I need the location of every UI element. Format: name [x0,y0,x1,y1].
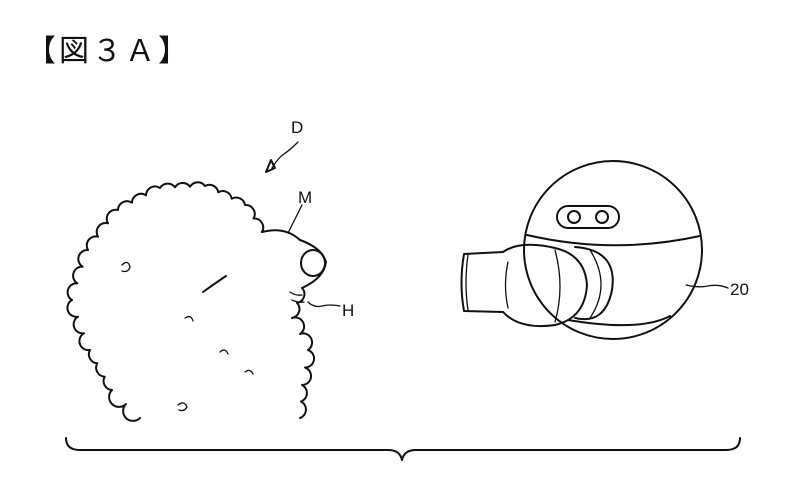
device-nozzle-collar [574,246,614,321]
dog-fur-mark [177,402,188,412]
figure-title: 【図３Ａ】 [26,34,191,69]
dog-fur-mark [184,315,194,322]
device-collar-curve [589,249,602,319]
device-sensor-window [556,205,620,229]
dog-illustration: D M H [66,118,354,422]
arrow-head [265,159,276,173]
device-bulb-curve [504,261,509,309]
device-bulb-curve [554,249,561,323]
device-tip-rim [465,254,469,311]
grouping-brace [65,437,741,461]
dog-cheek-lines [289,291,305,303]
leader-line-20 [685,284,729,289]
leader-line-h [307,301,341,308]
device-nozzle-bulb [502,243,588,328]
label-20: 20 [730,280,749,299]
leader-line-m [287,204,303,234]
dog-nose [300,249,326,277]
label-h: H [342,301,354,320]
dog-muzzle [261,229,301,241]
device-sensor-lens [567,210,581,224]
dog-fur-mark [121,261,131,273]
label-m: M [298,188,312,207]
label-d: D [291,118,303,137]
leader-line-d [271,141,299,169]
device-nozzle-tip [460,251,504,313]
device-illustration: 20 [460,160,749,340]
device-sphere [523,160,703,340]
device-band-bottom [567,315,671,327]
dog-head-outline [66,181,327,422]
dog-eye [202,275,227,293]
device-sensor-lens [595,210,609,224]
device-band-top [526,234,701,247]
dog-fur-mark [244,369,254,375]
dog-fur-mark [219,349,229,355]
